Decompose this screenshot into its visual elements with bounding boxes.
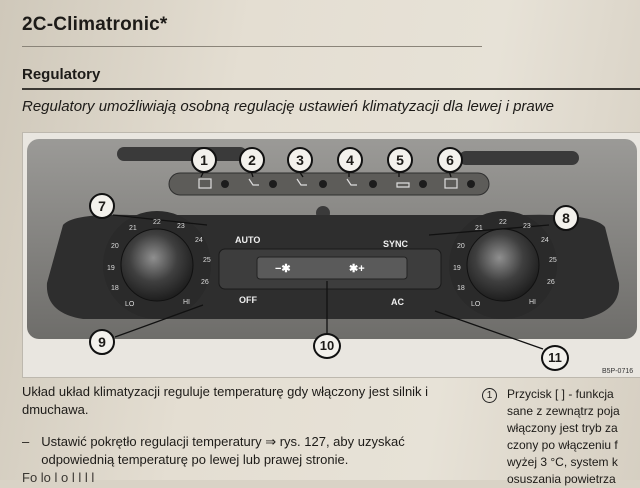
body-column: Układ układ klimatyzacji reguluje temper… <box>22 383 462 469</box>
left-dial-tick: 20 <box>111 243 119 250</box>
left-dial-tick: 18 <box>111 285 119 292</box>
led <box>419 180 427 188</box>
side-number: 1 <box>482 388 497 403</box>
cut-off-line: Fo lo l o l l l l <box>22 470 322 485</box>
right-dial-tick: HI <box>529 299 536 306</box>
callout-1: 1 <box>191 147 217 173</box>
side-line: włączony jest tryb za <box>482 420 640 437</box>
callout-5: 5 <box>387 147 413 173</box>
page-title: 2C-Climatronic* <box>22 14 168 36</box>
seat-button-strip <box>169 173 489 195</box>
body-paragraph: Układ układ klimatyzacji reguluje temper… <box>22 383 462 419</box>
left-temperature-dial <box>121 229 193 301</box>
callout-2: 2 <box>239 147 265 173</box>
left-dial-tick: 21 <box>129 225 137 232</box>
instruction-text: Ustawić pokrętło regulacji temperatury ⇒… <box>41 433 462 469</box>
side-line: Przycisk [ ] - funkcja <box>507 387 614 401</box>
left-dial-tick: 23 <box>177 223 185 230</box>
off-button[interactable]: OFF <box>239 295 257 305</box>
right-dial-tick: 23 <box>523 223 531 230</box>
left-vent <box>117 147 247 161</box>
right-dial-tick: LO <box>471 301 480 308</box>
led <box>221 180 229 188</box>
callout-8: 8 <box>553 205 579 231</box>
title-rule <box>22 46 482 47</box>
side-line: wyżej 3 °C, system k <box>482 454 640 471</box>
callout-10: 10 <box>313 333 341 359</box>
figure-code: B5P-0716 <box>602 368 633 375</box>
dash-marker: – <box>22 433 29 469</box>
right-dial-tick: 26 <box>547 279 555 286</box>
right-dial-tick: 20 <box>457 243 465 250</box>
side-column: 1 Przycisk [ ] - funkcja sane z zewnątrz … <box>482 386 640 488</box>
instruction-item: – Ustawić pokrętło regulacji temperatury… <box>22 433 462 469</box>
ac-button[interactable]: AC <box>391 297 404 307</box>
right-dial-tick: 18 <box>457 285 465 292</box>
right-dial-tick: 22 <box>499 219 507 226</box>
left-dial-tick: 24 <box>195 237 203 244</box>
callout-7: 7 <box>89 193 115 219</box>
auto-button[interactable]: AUTO <box>235 235 260 245</box>
side-line: czony po włączeniu f <box>482 437 640 454</box>
left-dial-tick: 19 <box>107 265 115 272</box>
right-dial-tick: 19 <box>453 265 461 272</box>
left-dial-tick: 22 <box>153 219 161 226</box>
side-line: sane z zewnątrz poja <box>482 403 640 420</box>
right-vent <box>459 151 579 165</box>
intro-text: Regulatory umożliwiają osobną regulację … <box>22 98 554 115</box>
callout-11: 11 <box>541 345 569 371</box>
left-dial-tick: LO <box>125 301 134 308</box>
right-temperature-dial <box>467 229 539 301</box>
side-item: 1 Przycisk [ ] - funkcja <box>482 386 640 403</box>
sync-button[interactable]: SYNC <box>383 239 408 249</box>
section-heading: Regulatory <box>22 66 100 83</box>
led <box>319 180 327 188</box>
climatronic-figure: 1 2 3 4 5 6 7 8 9 10 11 AUTO SYNC OFF AC… <box>22 132 640 378</box>
callout-4: 4 <box>337 147 363 173</box>
right-dial-tick: 25 <box>549 257 557 264</box>
left-dial-tick: 25 <box>203 257 211 264</box>
section-rule <box>22 88 640 90</box>
led <box>369 180 377 188</box>
fan-increase-button[interactable]: ✱+ <box>349 262 365 275</box>
callout-9: 9 <box>89 329 115 355</box>
callout-6: 6 <box>437 147 463 173</box>
right-dial-tick: 24 <box>541 237 549 244</box>
left-dial-tick: HI <box>183 299 190 306</box>
left-dial-tick: 26 <box>201 279 209 286</box>
led <box>269 180 277 188</box>
callout-3: 3 <box>287 147 313 173</box>
fan-decrease-button[interactable]: −✱ <box>275 262 291 275</box>
right-dial-tick: 21 <box>475 225 483 232</box>
led <box>467 180 475 188</box>
